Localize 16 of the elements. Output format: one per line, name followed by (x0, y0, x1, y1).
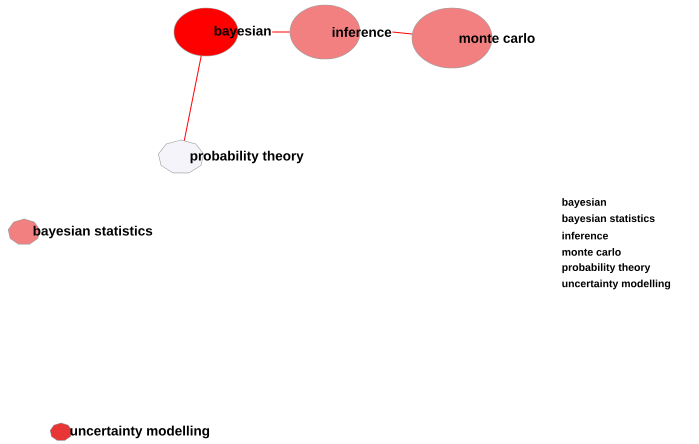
text-label: inference (562, 232, 608, 240)
node-label: probability theory (190, 150, 304, 164)
text-label: bayesian (562, 198, 606, 208)
text-label: uncertainty modelling (562, 280, 670, 290)
network-node: uncertainty modelling (50, 422, 210, 441)
connector-line (184, 56, 202, 142)
network-node: bayesian statistics (8, 218, 152, 244)
text-label: bayesian statistics (562, 214, 655, 224)
connector-line (392, 32, 413, 34)
network-node: monte carlo (412, 8, 535, 68)
node-label: bayesian statistics (34, 226, 152, 238)
node-label: uncertainty modelling (70, 426, 210, 438)
text-label: monte carlo (562, 248, 621, 256)
text-label: probability theory (562, 263, 650, 274)
network-node: inference (290, 4, 392, 60)
network-node: probability theory (158, 140, 304, 174)
